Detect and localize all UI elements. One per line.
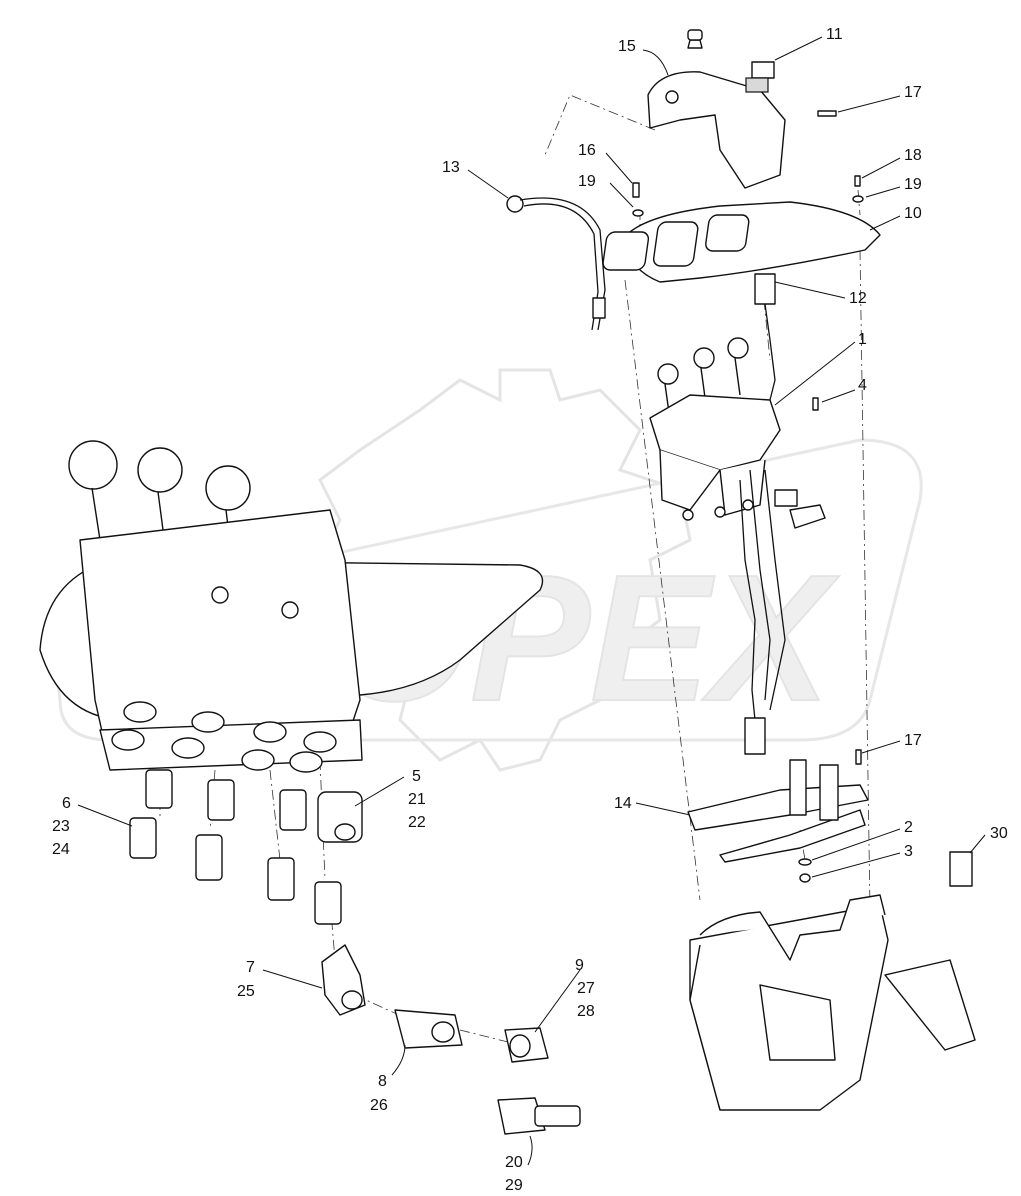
callout-12: 12 bbox=[849, 290, 867, 307]
callout-5: 5 21 22 bbox=[408, 768, 430, 831]
fitting-6f bbox=[267, 857, 295, 901]
callout-17-top: 17 bbox=[904, 84, 922, 101]
column-base bbox=[689, 894, 976, 1111]
callout-3: 3 bbox=[904, 843, 913, 860]
part-17-screw-bottom[interactable] bbox=[855, 749, 862, 765]
part-5-elbow-fitting[interactable] bbox=[317, 791, 363, 843]
callout-15: 15 bbox=[618, 38, 636, 55]
callout-2: 2 bbox=[904, 819, 913, 836]
callout-16: 16 bbox=[578, 142, 596, 159]
part-17-screw-top[interactable] bbox=[817, 110, 837, 117]
callout-19-right: 19 bbox=[904, 176, 922, 193]
callout-8: 8 26 bbox=[370, 1073, 391, 1114]
callout-13: 13 bbox=[442, 159, 460, 176]
part-2-washer[interactable] bbox=[798, 858, 812, 866]
part-15-cover[interactable] bbox=[647, 29, 786, 189]
callout-14: 14 bbox=[614, 795, 632, 812]
callout-17-bottom: 17 bbox=[904, 732, 922, 749]
part-3-nut[interactable] bbox=[799, 873, 811, 883]
callout-11: 11 bbox=[826, 26, 843, 43]
part-7-elbow[interactable] bbox=[321, 944, 366, 1016]
fitting-6g bbox=[314, 881, 342, 925]
fitting-6b bbox=[129, 817, 157, 859]
part-6-fittings[interactable] bbox=[129, 769, 342, 925]
large-valve-assembly bbox=[39, 440, 544, 773]
part-30-label[interactable] bbox=[949, 851, 973, 887]
callout-20: 20 29 bbox=[505, 1154, 527, 1194]
callout-6: 6 23 24 bbox=[52, 795, 75, 858]
part-19-washer-right[interactable] bbox=[852, 195, 864, 203]
fitting-6c bbox=[207, 779, 235, 821]
part-13-cable[interactable] bbox=[506, 195, 606, 331]
callout-18: 18 bbox=[904, 147, 922, 164]
callout-19-left: 19 bbox=[578, 173, 596, 190]
callout-30: 30 bbox=[990, 825, 1008, 842]
fitting-6d bbox=[195, 834, 223, 881]
part-9-nut[interactable] bbox=[504, 1027, 549, 1063]
callout-labels: 15 11 17 13 16 18 19 19 10 12 1 4 17 5 2… bbox=[52, 26, 1008, 1194]
part-1-control-valve[interactable] bbox=[649, 337, 826, 755]
part-10-console-plate[interactable] bbox=[602, 201, 881, 283]
part-11-switch[interactable] bbox=[745, 61, 775, 93]
fitting-6a bbox=[145, 769, 173, 809]
callout-9: 9 27 28 bbox=[575, 957, 599, 1020]
fitting-6e bbox=[279, 789, 307, 831]
part-20-adapter[interactable] bbox=[497, 1097, 581, 1135]
part-8-tee[interactable] bbox=[394, 1009, 463, 1049]
part-12-harness[interactable] bbox=[754, 273, 776, 401]
part-4-screw[interactable] bbox=[812, 397, 819, 411]
part-18-screw[interactable] bbox=[854, 175, 861, 187]
callout-1: 1 bbox=[858, 331, 867, 348]
callout-4: 4 bbox=[858, 377, 867, 394]
leader-lines bbox=[77, 36, 986, 1166]
callout-7: 7 25 bbox=[237, 959, 259, 1000]
part-19-washer-left[interactable] bbox=[632, 209, 644, 217]
callout-10: 10 bbox=[904, 205, 922, 222]
part-14-bracket[interactable] bbox=[687, 759, 869, 863]
part-16-screw[interactable] bbox=[632, 182, 640, 198]
